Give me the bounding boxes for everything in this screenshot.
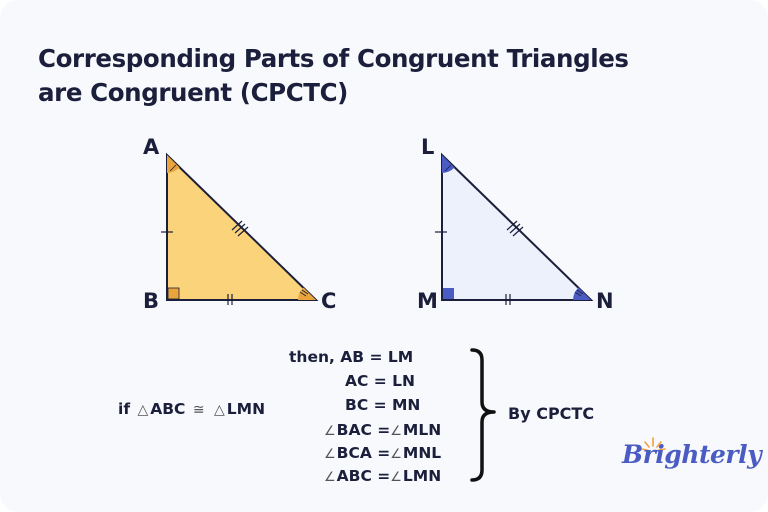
vertex-label-n: N [596, 289, 614, 313]
page-title: Corresponding Parts of Congruent Triangl… [38, 42, 629, 110]
angle-symbol-icon: ∠ [324, 470, 336, 485]
conclusion-right: LMN [402, 467, 442, 485]
conclusion-line: AC = LN [345, 372, 415, 390]
congruence-statement: if △ABC ≅ △LMN [118, 400, 266, 418]
conclusion-right: MNL [402, 444, 442, 462]
triangle-lmn [435, 152, 594, 305]
angle-symbol-icon: ∠ [324, 424, 336, 439]
vertex-label-a: A [143, 135, 160, 159]
conclusion-line: BC = MN [345, 396, 421, 414]
vertex-label-m: M [417, 289, 438, 313]
conclusion-left: ABC = [336, 467, 391, 485]
congruent-symbol-icon: ≅ [192, 402, 205, 418]
angle-symbol-icon: ∠ [390, 470, 402, 485]
title-line-1: Corresponding Parts of Congruent Triangl… [38, 44, 629, 73]
title-line-2: are Congruent (CPCTC) [38, 78, 348, 107]
angle-symbol-icon: ∠ [390, 447, 402, 462]
conclusion-line: then, AB = LM [289, 348, 414, 366]
if-label: if [118, 400, 131, 418]
logo-sun-icon [640, 437, 666, 451]
conclusion-left: BCA = [336, 444, 391, 462]
angle-symbol-icon: ∠ [324, 447, 336, 462]
vertex-label-b: B [143, 289, 160, 313]
triangle-symbol-icon: △ [213, 402, 225, 418]
curly-brace-icon [470, 348, 496, 482]
triangle-symbol-icon: △ [137, 402, 149, 418]
conclusion-left: BAC = [336, 421, 391, 439]
vertex-label-l: L [421, 135, 435, 159]
conclusion-line: ∠BCA =∠MNL [324, 444, 442, 462]
reason-label: By CPCTC [508, 404, 595, 423]
conclusion-right: MLN [402, 421, 442, 439]
triangle-2-name: LMN [226, 400, 266, 418]
conclusion-line: ∠ABC =∠LMN [324, 467, 442, 485]
angle-symbol-icon: ∠ [390, 424, 402, 439]
triangle-1-name: ABC [150, 400, 186, 418]
triangle-abc [161, 152, 319, 305]
brighterly-logo: Brighterly [622, 440, 762, 469]
conclusion-line: ∠BAC =∠MLN [324, 421, 442, 439]
vertex-label-c: C [321, 289, 337, 313]
